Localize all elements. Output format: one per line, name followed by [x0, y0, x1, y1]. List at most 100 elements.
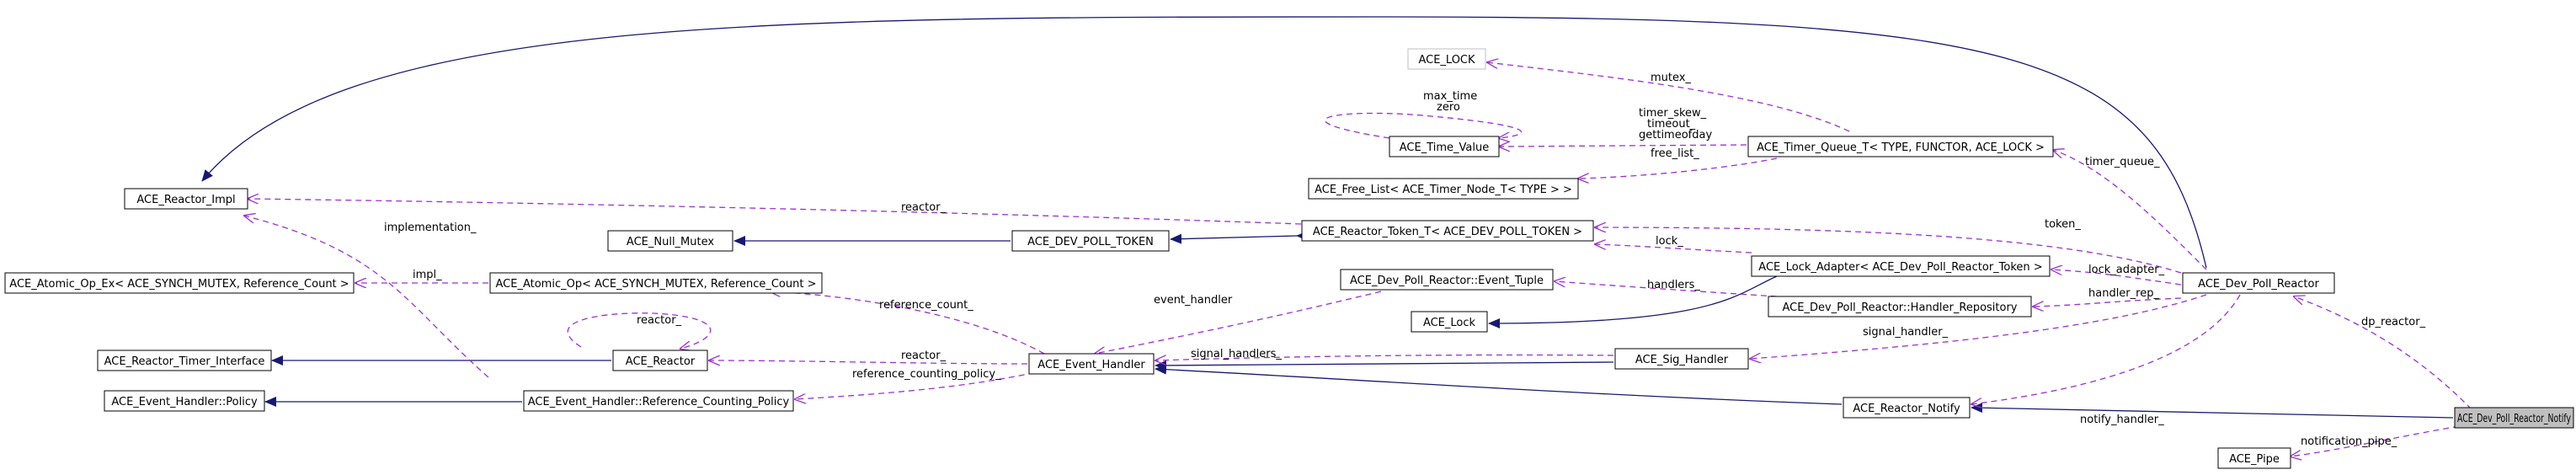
class-node-ace-lock-top[interactable]: ACE_LOCK — [1407, 48, 1486, 70]
node-label: ACE_Time_Value — [1400, 141, 1489, 154]
edge-usage-handler-rep — [2033, 297, 2182, 307]
edge-label-handlers: handlers_ — [1647, 279, 1700, 291]
class-node-free-list[interactable]: ACE_Free_List< ACE_Timer_Node_T< TYPE > … — [1308, 178, 1579, 200]
edge-usage-time-value — [1499, 145, 1747, 147]
edge-label-max-time: max_time — [1423, 90, 1477, 103]
edge-dev-poll-notify-to-reactor-notify — [1971, 403, 2454, 419]
edge-lock-adapter-to-ace-lock — [1488, 275, 1778, 328]
edge-usage-implementation — [244, 216, 489, 378]
class-node-dev-poll-token[interactable]: ACE_DEV_POLL_TOKEN — [1011, 230, 1170, 252]
nodes: ACE_LOCK ACE_Time_Value ACE_Timer_Queue_… — [4, 48, 2574, 469]
edge-label-lock-adapter: lock_adapter_ — [2088, 264, 2165, 276]
node-label: ACE_LOCK — [1418, 54, 1475, 67]
edge-label-dp-reactor: dp_reactor_ — [2361, 316, 2426, 328]
node-label: ACE_Free_List< ACE_Timer_Node_T< TYPE > … — [1315, 184, 1572, 196]
class-node-reactor-impl[interactable]: ACE_Reactor_Impl — [124, 188, 248, 210]
node-label: ACE_Sig_Handler — [1635, 354, 1729, 366]
class-node-event-tuple[interactable]: ACE_Dev_Poll_Reactor::Event_Tuple — [1340, 269, 1554, 291]
edge-usage-reactor-eh — [709, 360, 1028, 364]
edge-label-token: token_ — [2045, 218, 2081, 231]
class-node-handler-repo[interactable]: ACE_Dev_Poll_Reactor::Handler_Repository — [1768, 296, 2032, 318]
edge-usage-notification-pipe — [2291, 425, 2460, 456]
edge-label-implementation: implementation_ — [384, 221, 477, 234]
edge-usage-signal-handler — [1750, 294, 2207, 359]
edge-label-signal-handler: signal_handler_ — [1863, 326, 1949, 339]
class-node-lock-adapter[interactable]: ACE_Lock_Adapter< ACE_Dev_Poll_Reactor_T… — [1751, 255, 2051, 277]
node-label: ACE_Pipe — [2229, 453, 2280, 466]
class-node-policy[interactable]: ACE_Event_Handler::Policy — [104, 390, 265, 412]
edge-sig-handler-to-event-handler — [1155, 360, 1614, 371]
edge-label-timer-skew: timer_skew_ — [1639, 107, 1707, 120]
edge-labels: mutex_ max_time zero timer_skew_ timeout… — [384, 72, 2426, 448]
edge-label-zero: zero — [1437, 101, 1460, 114]
edge-label-impl: impl_ — [413, 269, 442, 281]
edge-reactor-token-to-dev-poll-token — [1170, 233, 1298, 244]
edge-label-handler-rep: handler_rep_ — [2088, 287, 2159, 300]
node-label: ACE_Reactor — [626, 355, 696, 368]
edge-label-mutex: mutex_ — [1651, 72, 1691, 84]
node-label: ACE_Reactor_Impl — [136, 194, 235, 206]
edge-label-notify-handler: notify_handler_ — [2080, 414, 2164, 426]
edge-label-signal-handlers: signal_handlers_ — [1191, 348, 1282, 360]
class-node-sig-handler[interactable]: ACE_Sig_Handler — [1614, 348, 1749, 370]
node-label: ACE_Lock_Adapter< ACE_Dev_Poll_Reactor_T… — [1758, 261, 2042, 274]
class-node-timer-interface[interactable]: ACE_Reactor_Timer_Interface — [97, 350, 272, 371]
node-label: ACE_Reactor_Notify — [1853, 403, 1960, 415]
class-node-reactor-notify[interactable]: ACE_Reactor_Notify — [1843, 397, 1971, 419]
edge-dev-poll-reactor-to-reactor-impl — [201, 16, 2207, 269]
edge-usage-ref-counting-policy — [795, 370, 1045, 399]
edge-usage-token — [1595, 227, 2182, 274]
node-label: ACE_Event_Handler — [1037, 359, 1145, 371]
edge-label-free-list: free_list_ — [1651, 147, 1699, 160]
node-label: ACE_Reactor_Token_T< ACE_DEV_POLL_TOKEN … — [1313, 226, 1582, 238]
class-node-atomic-op-ex[interactable]: ACE_Atomic_Op_Ex< ACE_SYNCH_MUTEX, Refer… — [4, 272, 355, 294]
class-node-time-value[interactable]: ACE_Time_Value — [1389, 136, 1500, 157]
edge-usage-event-handler — [1095, 291, 1382, 354]
edge-label-reference-counting-policy: reference_counting_policy_ — [852, 368, 1001, 381]
node-label: ACE_Dev_Poll_Reactor::Event_Tuple — [1350, 275, 1544, 287]
node-label: ACE_Event_Handler::Reference_Counting_Po… — [528, 396, 790, 408]
edge-label-reference-count: reference_count_ — [879, 299, 973, 312]
class-node-null-mutex[interactable]: ACE_Null_Mutex — [607, 230, 733, 252]
edge-usage-notify-handler — [1971, 294, 2241, 404]
edge-usage-mutex — [1487, 62, 1850, 132]
edge-label-event-handler: event_handler — [1154, 294, 1233, 307]
edge-usage-signal-handlers — [1155, 354, 1614, 360]
edge-label-reactor-eh: reactor_ — [901, 350, 947, 362]
edge-usage-time-value-self — [1324, 112, 1523, 138]
edge-usage-reactor-self — [567, 312, 712, 349]
class-node-ace-pipe[interactable]: ACE_Pipe — [2217, 447, 2291, 469]
edge-usage-handlers — [1555, 281, 1778, 297]
node-label: ACE_Timer_Queue_T< TYPE, FUNCTOR, ACE_LO… — [1757, 141, 2045, 154]
node-label: ACE_Dev_Poll_Reactor::Handler_Repository — [1782, 302, 2017, 314]
class-node-ace-reactor[interactable]: ACE_Reactor — [612, 350, 708, 371]
node-label: ACE_DEV_POLL_TOKEN — [1027, 236, 1154, 248]
node-label: ACE_Event_Handler::Policy — [111, 396, 258, 408]
edge-usage-reference-count — [770, 291, 1045, 355]
class-node-reactor-token[interactable]: ACE_Reactor_Token_T< ACE_DEV_POLL_TOKEN … — [1301, 220, 1594, 242]
edge-usage-lock-adapter — [2051, 270, 2182, 286]
edge-label-reactor-self: reactor_ — [637, 314, 682, 327]
edge-usage-reactor-impl — [248, 199, 1302, 225]
class-node-timer-queue[interactable]: ACE_Timer_Queue_T< TYPE, FUNCTOR, ACE_LO… — [1747, 136, 2054, 157]
edge-usage-dp-reactor — [2294, 296, 2472, 410]
class-node-event-handler[interactable]: ACE_Event_Handler — [1028, 353, 1155, 375]
edge-label-timer-queue: timer_queue_ — [2085, 156, 2160, 168]
class-node-dev-poll-reactor[interactable]: ACE_Dev_Poll_Reactor — [2182, 272, 2335, 294]
edge-usage-lock — [1595, 244, 1752, 254]
edge-label-reactor: reactor_ — [901, 201, 947, 214]
class-node-ref-counting-policy[interactable]: ACE_Event_Handler::Reference_Counting_Po… — [523, 390, 794, 412]
edge-reactor-notify-to-event-handler — [1155, 364, 1843, 405]
edges — [201, 16, 2472, 456]
edge-label-lock: lock_ — [1656, 235, 1683, 248]
class-node-dev-poll-notify[interactable]: ACE_Dev_Poll_Reactor_Notify — [2454, 407, 2574, 429]
edge-label-timeout: timeout_ — [1647, 118, 1696, 131]
edge-usage-free-list — [1578, 157, 1778, 179]
class-node-ace-lock[interactable]: ACE_Lock — [1411, 311, 1488, 333]
edge-label-notification-pipe: notification_pipe_ — [2301, 435, 2397, 448]
class-node-atomic-op[interactable]: ACE_Atomic_Op< ACE_SYNCH_MUTEX, Referenc… — [489, 272, 823, 294]
edge-usage-timer-queue — [2053, 150, 2207, 270]
node-label: ACE_Null_Mutex — [627, 236, 714, 248]
node-label: ACE_Lock — [1423, 317, 1476, 329]
